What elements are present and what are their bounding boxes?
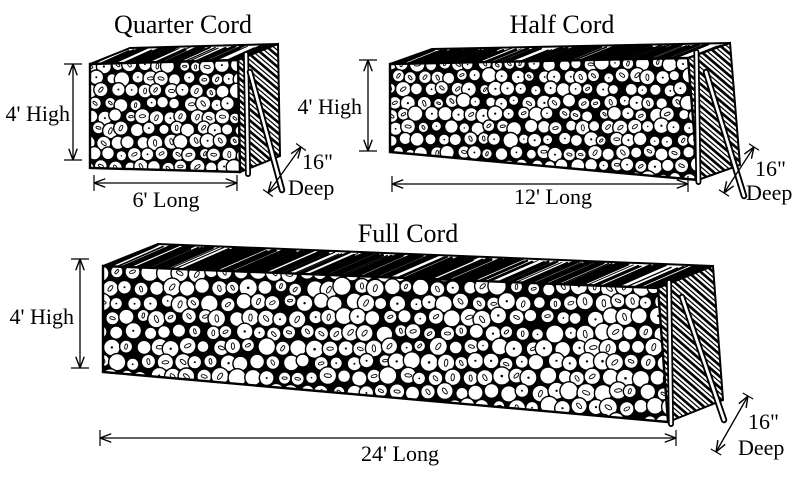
quarter-cord-height-label: 4' High — [5, 101, 70, 126]
half-cord-length-label: 12' Long — [514, 184, 592, 209]
half-cord-depth-value: 16" — [755, 156, 786, 181]
full-cord-title: Full Cord — [357, 219, 459, 248]
quarter-cord-length-label: 6' Long — [132, 187, 200, 212]
half-cord-title: Half Cord — [509, 10, 615, 39]
full-cord-depth-value: 16" — [748, 409, 779, 434]
full-cord-length-label: 24' Long — [361, 441, 439, 466]
quarter-cord-title: Quarter Cord — [114, 10, 252, 39]
quarter-cord-depth-word: Deep — [288, 175, 335, 200]
full-cord-height-label: 4' High — [9, 304, 74, 329]
half-cord-depth-word: Deep — [746, 180, 793, 205]
full-cord-depth-word: Deep — [738, 435, 785, 460]
quarter-cord-depth-value: 16" — [302, 149, 333, 174]
half-cord-height-label: 4' High — [297, 94, 362, 119]
